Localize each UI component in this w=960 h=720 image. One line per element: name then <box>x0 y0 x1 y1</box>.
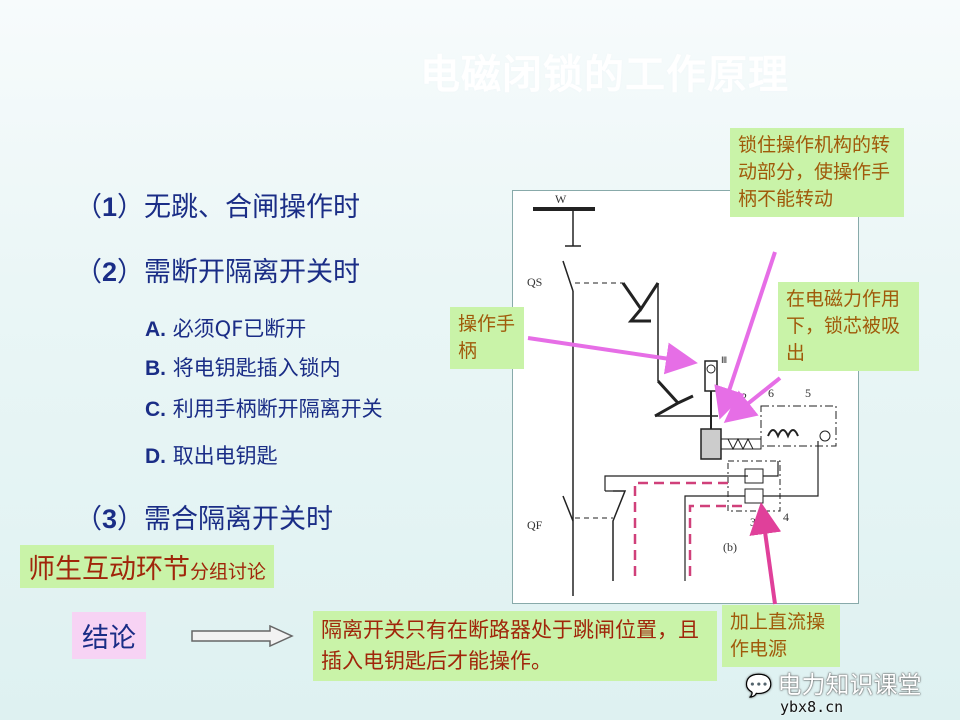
step-a: A. 必须QF已断开 <box>145 317 307 341</box>
item-3: （3）需合隔离开关时 <box>75 504 334 535</box>
label-5: 5 <box>805 386 811 400</box>
diagram-caption: (b) <box>723 540 737 554</box>
label-2: 2 <box>741 390 747 404</box>
step-b: B. 将电钥匙插入锁内 <box>145 356 341 380</box>
interaction-label: 师生互动环节分组讨论 <box>20 545 275 588</box>
watermark-name: 电力知识课堂 <box>777 671 922 699</box>
conclusion-label: 结论 <box>72 612 146 659</box>
right-arrow-icon <box>191 625 294 647</box>
item-2: （2）需断开隔离开关时 <box>75 257 361 288</box>
watermark-site: ybx8.cn <box>780 698 844 716</box>
wechat-icon: 💬 <box>745 674 773 699</box>
step-d: D. 取出电钥匙 <box>145 444 278 468</box>
label-handle-mark: Ⅲ <box>721 355 727 365</box>
label-qf: QF <box>527 518 543 532</box>
note-handle: 操作手柄 <box>450 307 524 369</box>
item-1: （1）无跳、合闸操作时 <box>75 192 361 223</box>
step-c: C. 利用手柄断开隔离开关 <box>145 397 383 421</box>
slide-title: 电磁闭锁的工作原理 <box>420 52 789 98</box>
label-3: 3 <box>750 515 756 529</box>
conclusion-text: 隔离开关只有在断路器处于跳闸位置，且插入电钥匙后才能操作。 <box>313 611 717 681</box>
label-qs: QS <box>527 275 542 289</box>
note-lock: 锁住操作机构的转动部分，使操作手柄不能转动 <box>730 128 904 217</box>
label-1: 1 <box>723 390 729 404</box>
circuit-diagram: W QS Ⅲ 1 2 6 5 <box>512 190 859 604</box>
watermark: 💬 电力知识课堂 ybx8.cn <box>745 672 955 718</box>
note-magnet: 在电磁力作用下，锁芯被吸出 <box>778 282 919 371</box>
label-4: 4 <box>783 510 789 524</box>
note-power: 加上直流操作电源 <box>722 605 840 667</box>
label-w: W <box>555 192 567 206</box>
label-6: 6 <box>768 386 774 400</box>
